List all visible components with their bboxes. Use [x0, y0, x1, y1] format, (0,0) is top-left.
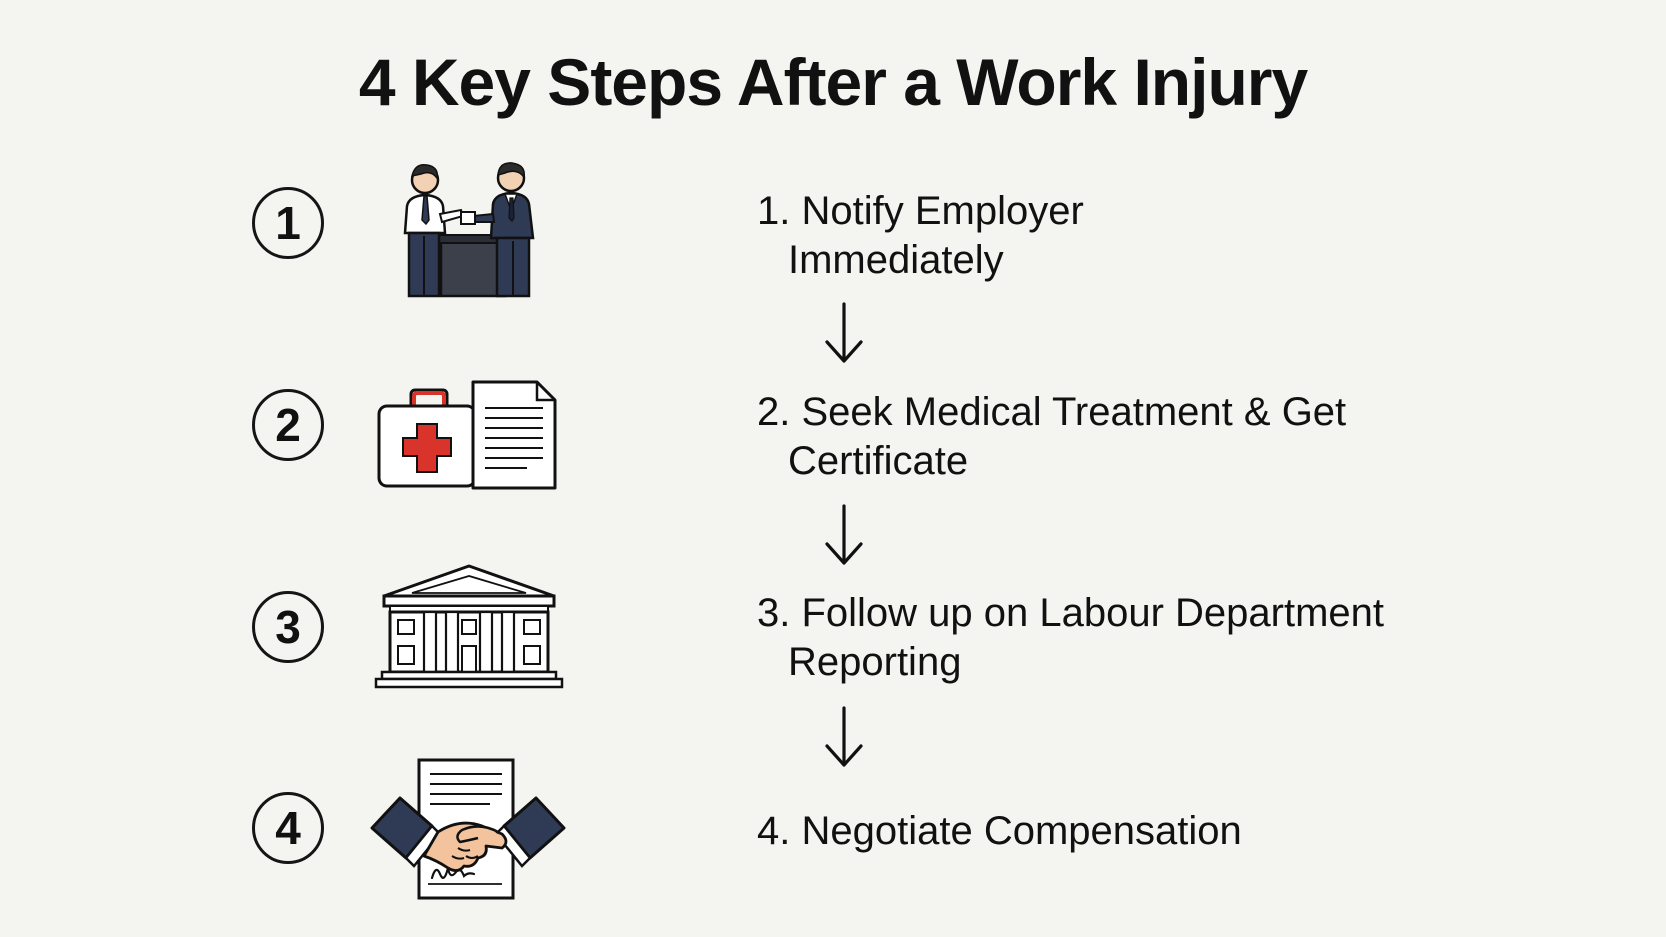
two-people-meeting-icon [395, 158, 541, 298]
step-3-title: 3. Follow up on Labour Department [757, 591, 1385, 635]
first-aid-kit-and-document-icon [377, 378, 559, 490]
down-arrow-icon [822, 704, 866, 770]
step-2-text: 2. Seek Medical Treatment & Get Certific… [757, 388, 1437, 486]
step-2-number-badge: 2 [252, 389, 324, 461]
step-1-text: 1. Notify Employer Immediately [757, 187, 1437, 285]
down-arrow-icon [822, 300, 866, 366]
step-2-subtitle: Certificate [788, 439, 969, 483]
handshake-contract-icon [370, 756, 566, 902]
step-3-subtitle: Reporting [788, 640, 962, 684]
step-1-subtitle: Immediately [788, 238, 1004, 282]
government-building-icon [372, 562, 566, 692]
step-3-number-badge: 3 [252, 591, 324, 663]
step-4-number-badge: 4 [252, 792, 324, 864]
down-arrow-icon [822, 502, 866, 568]
step-2-title: 2. Seek Medical Treatment & Get [757, 390, 1347, 434]
step-4-text: 4. Negotiate Compensation [757, 807, 1437, 856]
step-4-title: 4. Negotiate Compensation [757, 809, 1242, 853]
page-title: 4 Key Steps After a Work Injury [358, 45, 1308, 119]
step-1-title: 1. Notify Employer [757, 189, 1084, 233]
step-3-text: 3. Follow up on Labour Department Report… [757, 589, 1437, 687]
step-1-number-badge: 1 [252, 187, 324, 259]
